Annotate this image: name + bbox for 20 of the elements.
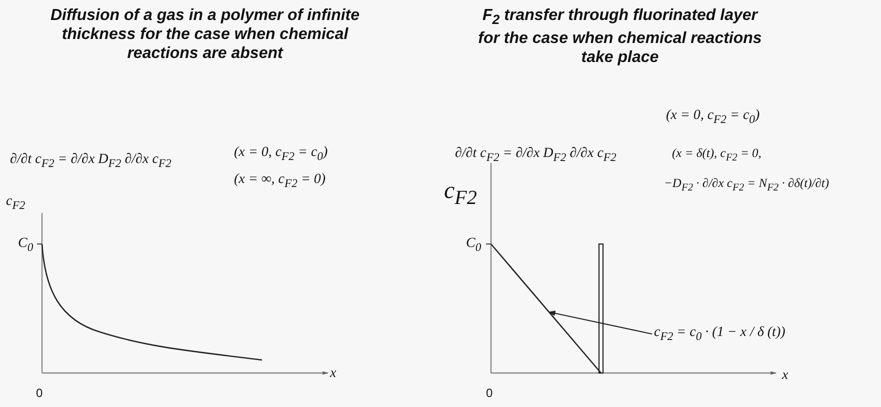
- panel-heading: F$_{2}$ transfer through fluorinated layer for the case when chemical reactions take place: [477, 6, 763, 68]
- boundary-condition: (x = δ(t), c$_{F2}$ = 0,: [672, 146, 762, 164]
- panel-heading: Diffusion of a gas in a polymer of infinite thickness for the case when chemical reactions are absent: [49, 6, 361, 63]
- axis-label: c$_{F2}$: [6, 194, 26, 212]
- leader-line: [548, 310, 652, 335]
- axis-label: x: [330, 366, 336, 382]
- equation: ∂/∂t c$_{F2}$ = ∂/∂x D$_{F2}$ ∂/∂x c$_{F2}$: [455, 146, 616, 164]
- equation: ∂/∂t c$_{F2}$ = ∂/∂x D$_{F2}$ ∂/∂x c$_{F2}$: [10, 152, 172, 170]
- tick-label: C$_{0}$: [18, 236, 34, 254]
- tick-label: 0: [36, 386, 43, 400]
- tick-label: 0: [486, 386, 493, 400]
- concentration-line: [490, 244, 602, 374]
- boundary-condition: (x = 0, c$_{F2}$ = c$_{0}$): [234, 145, 328, 163]
- axis-label: c$_{F2}$: [444, 178, 477, 210]
- boundary-condition: (x = 0, c$_{F2}$ = c$_{0}$): [666, 108, 760, 126]
- formula-label: c$_{F2}$ = c$_{0}$ · (1 − x / δ (t)): [654, 325, 786, 343]
- boundary-condition: (x = ∞, c$_{F2}$ = 0): [234, 172, 326, 190]
- axis-label: x: [782, 368, 788, 384]
- tick-label: C$_{0}$: [466, 236, 482, 254]
- boundary-condition: −D$_{F2}$ · ∂/∂x c$_{F2}$ = N$_{F2}$ · ∂δ(t)/∂t): [664, 176, 830, 194]
